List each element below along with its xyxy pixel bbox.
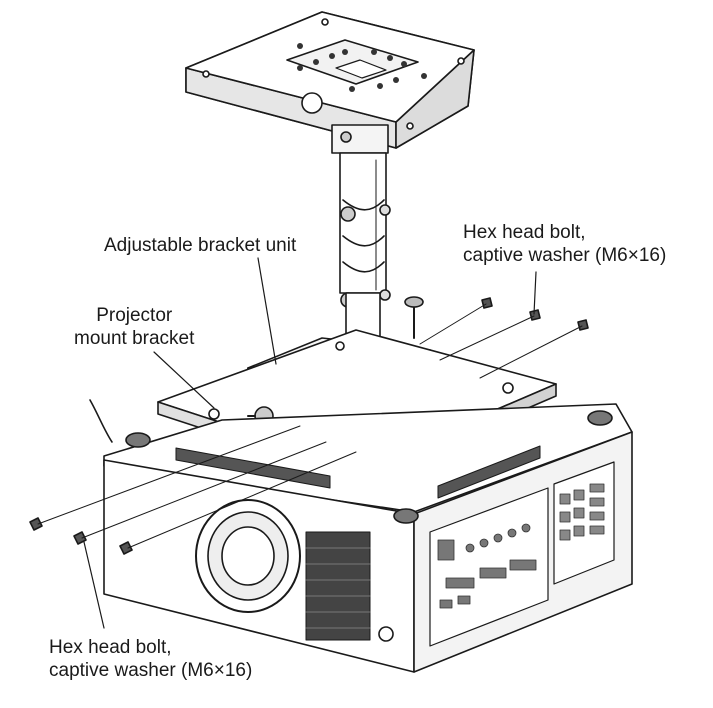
hex-bolts-top	[419, 297, 589, 379]
label-adjustable-bracket-unit: Adjustable bracket unit	[104, 235, 297, 256]
label-projector-mount-bracket: Projector mount bracket	[74, 305, 195, 349]
projector-body	[103, 403, 633, 673]
label-hex-bolt-top: Hex head bolt, captive washer (M6×16)	[463, 222, 667, 266]
label-hex-bolt-bottom: Hex head bolt, captive washer (M6×16)	[49, 637, 253, 681]
ceiling-mount-plate	[185, 11, 475, 149]
hex-bolts-bottom	[29, 425, 357, 555]
leader-lines	[83, 257, 537, 629]
